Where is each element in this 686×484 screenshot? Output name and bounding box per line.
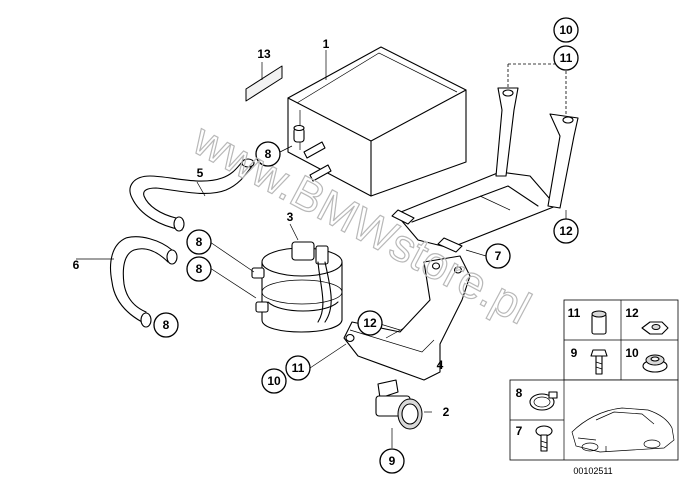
callout-10-top: 10 <box>553 17 579 43</box>
diagram-code: 00102511 <box>573 466 612 476</box>
svg-text:11: 11 <box>560 51 573 65</box>
svg-text:8: 8 <box>265 147 272 161</box>
callout-8-hose-end: 8 <box>153 312 179 338</box>
callout-8-hose-lower: 8 <box>186 256 212 282</box>
svg-text:7: 7 <box>495 249 502 263</box>
callout-11-top: 11 <box>553 45 579 71</box>
callout-10-lower: 10 <box>261 368 287 394</box>
part-1-canister <box>287 46 467 197</box>
callout-11-lower: 11 <box>285 355 311 381</box>
legend-label-7: 7 <box>516 424 523 438</box>
legend-label-12: 12 <box>625 306 639 320</box>
legend-label-11: 11 <box>568 306 581 320</box>
leader-lines <box>209 58 567 369</box>
part-3-pump <box>251 223 343 333</box>
svg-text:8: 8 <box>196 235 203 249</box>
callout-3: 3 <box>287 210 294 224</box>
hose-clamp-icon <box>529 391 558 411</box>
bracket-lower <box>343 255 471 381</box>
svg-text:11: 11 <box>292 361 305 375</box>
callout-5: 5 <box>197 166 204 180</box>
bracket-upper <box>391 63 579 253</box>
callout-8-canister: 8 <box>255 141 281 167</box>
svg-text:8: 8 <box>196 262 203 276</box>
callout-1: 1 <box>323 37 330 51</box>
callout-4: 4 <box>437 358 444 372</box>
nut-icon <box>641 321 669 335</box>
callout-13: 13 <box>257 47 271 61</box>
car-silhouette-icon <box>571 407 675 453</box>
bushing-icon <box>591 310 607 335</box>
callout-2: 2 <box>443 405 450 419</box>
svg-text:9: 9 <box>389 454 396 468</box>
legend-panel: 11 12 9 10 8 7 <box>509 299 679 476</box>
bolt-icon <box>590 349 608 375</box>
callout-12-center: 12 <box>357 310 383 336</box>
svg-text:12: 12 <box>363 316 377 330</box>
part-13-label <box>245 62 283 102</box>
part-2-sensor <box>375 379 432 448</box>
callout-9: 9 <box>379 448 405 474</box>
legend-label-8: 8 <box>516 386 523 400</box>
callout-12-right: 12 <box>553 218 579 244</box>
callout-8-hose-upper: 8 <box>186 229 212 255</box>
svg-text:10: 10 <box>559 23 573 37</box>
callout-6: 6 <box>73 258 80 272</box>
screw-icon <box>535 425 553 452</box>
legend-label-10: 10 <box>625 346 639 360</box>
part-6-hose <box>76 236 178 328</box>
svg-text:8: 8 <box>163 318 170 332</box>
svg-text:10: 10 <box>267 374 281 388</box>
grommet-icon <box>642 354 668 373</box>
callouts: 13 1 5 3 6 4 2 8 8 8 8 10 11 <box>73 17 579 474</box>
callout-7: 7 <box>485 243 511 269</box>
svg-text:12: 12 <box>559 224 573 238</box>
part-5-hose <box>129 158 255 232</box>
legend-label-9: 9 <box>571 346 578 360</box>
